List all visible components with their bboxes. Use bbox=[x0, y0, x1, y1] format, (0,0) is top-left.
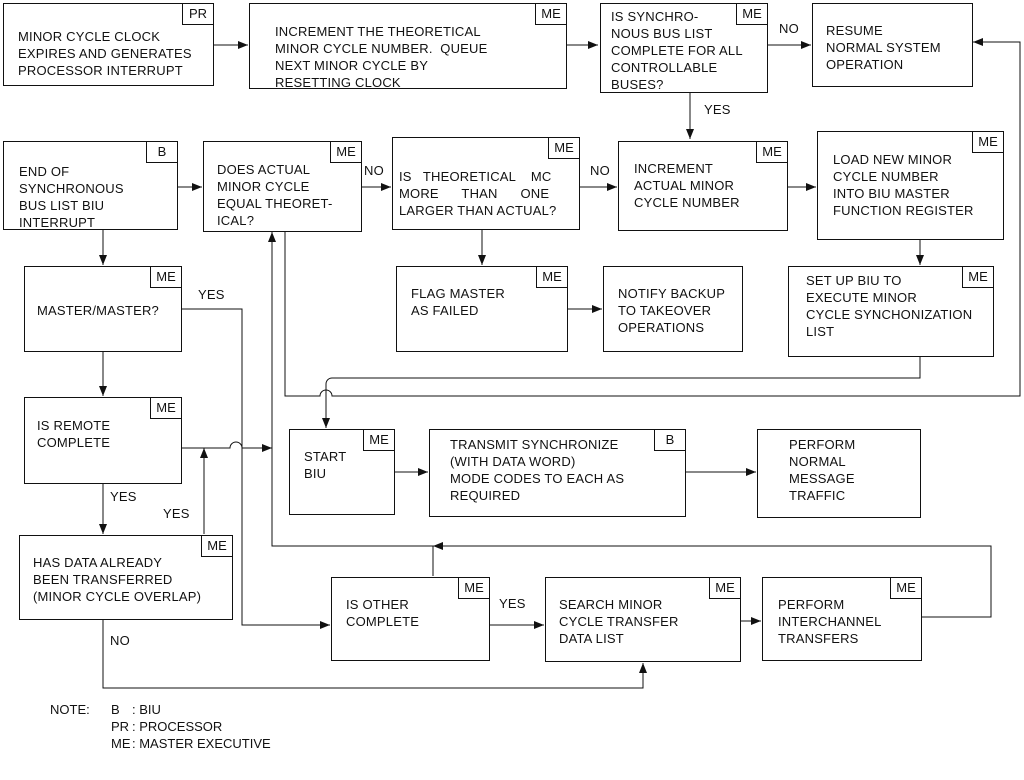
box-tag: ME bbox=[201, 535, 233, 557]
box-text: START BIU bbox=[304, 449, 347, 481]
box-text: SET UP BIU TO EXECUTE MINOR CYCLE SYNCHO… bbox=[806, 273, 973, 339]
loop-actualequal-yes-to-resume bbox=[284, 38, 1021, 397]
legend-code-b: B bbox=[111, 702, 120, 717]
box-transmit-sync: TRANSMIT SYNCHRONIZE (WITH DATA WORD) MO… bbox=[429, 429, 686, 517]
box-resume-normal: RESUME NORMAL SYSTEM OPERATION bbox=[812, 3, 973, 87]
label-yes-master: YES bbox=[198, 287, 225, 302]
arrow-remote-to-startbiu bbox=[182, 441, 272, 452]
box-set-up-biu: SET UP BIU TO EXECUTE MINOR CYCLE SYNCHO… bbox=[788, 266, 994, 357]
box-tag: ME bbox=[330, 141, 362, 163]
legend-meaning-b: : BIU bbox=[132, 702, 161, 717]
label-yes-sync: YES bbox=[704, 102, 731, 117]
box-actual-equal-theoretical: DOES ACTUAL MINOR CYCLE EQUAL THEORET- I… bbox=[203, 141, 362, 232]
box-normal-traffic: PERFORM NORMAL MESSAGE TRAFFIC bbox=[757, 429, 921, 518]
loop-setup-to-startbiu bbox=[322, 357, 921, 428]
box-tag: ME bbox=[709, 577, 741, 599]
box-remote-complete: IS REMOTE COMPLETE ME bbox=[24, 397, 182, 484]
box-tag: ME bbox=[536, 266, 568, 288]
label-yes-remote: YES bbox=[110, 489, 137, 504]
box-tag: ME bbox=[535, 3, 567, 25]
box-tag: ME bbox=[458, 577, 490, 599]
label-yes-other: YES bbox=[499, 596, 526, 611]
label-no-data: NO bbox=[110, 633, 130, 648]
box-text: MASTER/MASTER? bbox=[37, 303, 159, 318]
line-mastermaster-yes-to-other bbox=[182, 308, 330, 629]
box-text: PERFORM NORMAL MESSAGE TRAFFIC bbox=[789, 437, 856, 503]
box-tag: B bbox=[654, 429, 686, 451]
box-tag: ME bbox=[736, 3, 768, 25]
box-text: FLAG MASTER AS FAILED bbox=[411, 286, 505, 318]
box-tag: ME bbox=[972, 131, 1004, 153]
box-end-sync-interrupt: END OF SYNCHRONOUS BUS LIST BIU INTERRUP… bbox=[3, 141, 178, 230]
legend-meaning-me: : MASTER EXECUTIVE bbox=[132, 736, 271, 751]
loop-interchannel-back-to-other bbox=[433, 542, 992, 618]
box-text: SEARCH MINOR CYCLE TRANSFER DATA LIST bbox=[559, 597, 679, 646]
legend-note-title: NOTE: bbox=[50, 702, 90, 717]
box-tag: ME bbox=[962, 266, 994, 288]
box-interchannel-transfers: PERFORM INTERCHANNEL TRANSFERS ME bbox=[762, 577, 922, 661]
box-text: INCREMENT ACTUAL MINOR CYCLE NUMBER bbox=[634, 161, 740, 210]
box-minor-cycle-clock: MINOR CYCLE CLOCK EXPIRES AND GENERATES … bbox=[3, 3, 214, 86]
box-text: LOAD NEW MINOR CYCLE NUMBER INTO BIU MAS… bbox=[833, 152, 974, 218]
line-data-no-to-search bbox=[102, 620, 647, 689]
label-yes-data: YES bbox=[163, 506, 190, 521]
box-text: DOES ACTUAL MINOR CYCLE EQUAL THEORET- I… bbox=[217, 162, 333, 228]
box-tag: ME bbox=[150, 266, 182, 288]
label-no-resume: NO bbox=[779, 21, 799, 36]
legend-code-me: ME bbox=[111, 736, 131, 751]
box-text: END OF SYNCHRONOUS BUS LIST BIU INTERRUP… bbox=[19, 164, 124, 230]
box-search-transfer-list: SEARCH MINOR CYCLE TRANSFER DATA LIST ME bbox=[545, 577, 741, 662]
box-tag: ME bbox=[890, 577, 922, 599]
legend-code-pr: PR bbox=[111, 719, 130, 734]
label-no-more: NO bbox=[590, 163, 610, 178]
box-load-new-minor: LOAD NEW MINOR CYCLE NUMBER INTO BIU MAS… bbox=[817, 131, 1004, 240]
label-no-equal: NO bbox=[364, 163, 384, 178]
box-master-master: MASTER/MASTER? ME bbox=[24, 266, 182, 352]
box-text: NOTIFY BACKUP TO TAKEOVER OPERATIONS bbox=[618, 286, 726, 335]
box-increment-actual: INCREMENT ACTUAL MINOR CYCLE NUMBER ME bbox=[618, 141, 788, 231]
box-sync-list-complete: IS SYNCHRO- NOUS BUS LIST COMPLETE FOR A… bbox=[600, 3, 768, 93]
loop-other-back-to-actualequal bbox=[268, 232, 434, 576]
box-theoretical-more-than-one: IS THEORETICAL MC MORE THAN ONE LARGER T… bbox=[392, 137, 580, 230]
box-text: INCREMENT THE THEORETICAL MINOR CYCLE NU… bbox=[275, 24, 488, 90]
box-text: IS SYNCHRO- NOUS BUS LIST COMPLETE FOR A… bbox=[611, 9, 743, 92]
box-tag: ME bbox=[548, 137, 580, 159]
box-tag: ME bbox=[150, 397, 182, 419]
box-flag-master-failed: FLAG MASTER AS FAILED ME bbox=[396, 266, 568, 352]
box-tag: ME bbox=[756, 141, 788, 163]
box-text: IS OTHER COMPLETE bbox=[346, 597, 420, 629]
box-data-transferred: HAS DATA ALREADY BEEN TRANSFERRED (MINOR… bbox=[19, 535, 233, 620]
box-text: HAS DATA ALREADY BEEN TRANSFERRED (MINOR… bbox=[33, 555, 202, 604]
box-text: MINOR CYCLE CLOCK EXPIRES AND GENERATES … bbox=[18, 29, 192, 78]
box-notify-backup: NOTIFY BACKUP TO TAKEOVER OPERATIONS bbox=[603, 266, 743, 352]
box-increment-theoretical: INCREMENT THE THEORETICAL MINOR CYCLE NU… bbox=[249, 3, 567, 90]
box-other-complete: IS OTHER COMPLETE ME bbox=[331, 577, 490, 661]
box-start-biu: START BIU ME bbox=[289, 429, 395, 515]
box-tag: B bbox=[146, 141, 178, 163]
box-text: IS REMOTE COMPLETE bbox=[37, 418, 111, 450]
legend-meaning-pr: : PROCESSOR bbox=[132, 719, 223, 734]
box-text: IS THEORETICAL MC MORE THAN ONE LARGER T… bbox=[399, 169, 557, 218]
box-text: TRANSMIT SYNCHRONIZE (WITH DATA WORD) MO… bbox=[450, 437, 625, 503]
box-tag: PR bbox=[182, 3, 214, 25]
box-text: RESUME NORMAL SYSTEM OPERATION bbox=[826, 23, 941, 72]
box-text: PERFORM INTERCHANNEL TRANSFERS bbox=[778, 597, 882, 646]
box-tag: ME bbox=[363, 429, 395, 451]
